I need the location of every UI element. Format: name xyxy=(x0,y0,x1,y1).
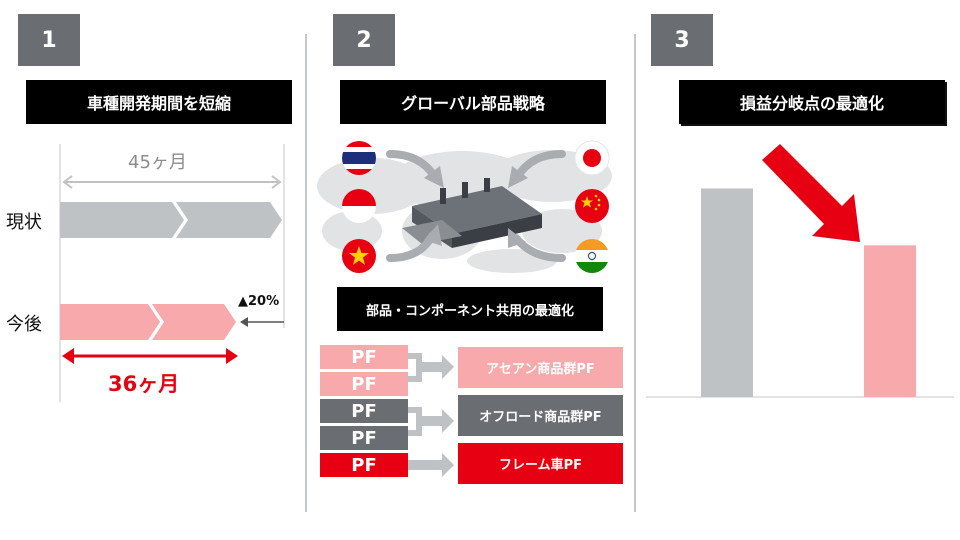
group-offroad-pf: オフロード商品群PF xyxy=(458,395,623,436)
future-duration-arrow xyxy=(62,348,238,364)
merge-arrow-asean xyxy=(408,353,454,382)
factory-icon xyxy=(402,178,542,248)
row-label-future: 今後 xyxy=(6,314,42,335)
current-duration-label: 45ヶ月 xyxy=(128,152,187,173)
section1-title: 車種開発期間を短縮 xyxy=(26,80,292,124)
section2-title: グローバル部品戦略 xyxy=(340,80,606,124)
pf-box-asean-1: PF xyxy=(320,345,408,369)
section1-number: 1 xyxy=(18,14,80,66)
indonesia-flag-icon xyxy=(342,189,376,223)
divider-2 xyxy=(634,34,636,512)
section2-subtitle: 部品・コンポーネント共用の最適化 xyxy=(337,287,603,331)
divider-1 xyxy=(305,34,307,512)
row-label-current: 現状 xyxy=(6,212,42,233)
pf-box-asean-2: PF xyxy=(320,372,408,396)
reduction-label: ▲20% xyxy=(238,294,280,309)
india-flag-icon xyxy=(575,239,609,273)
section3-title: 損益分岐点の最適化 xyxy=(679,80,945,124)
current-duration-arrow xyxy=(62,175,282,189)
current-chevron-1 xyxy=(60,202,184,238)
bar-future xyxy=(864,245,916,397)
decrease-arrow-icon xyxy=(762,144,860,242)
china-flag-icon xyxy=(575,189,609,223)
bar-current xyxy=(701,188,753,397)
thailand-flag-icon xyxy=(342,141,376,175)
future-chevron-2 xyxy=(152,304,236,340)
current-chevron-2 xyxy=(176,202,282,238)
future-duration-label: 36ヶ月 xyxy=(108,372,180,396)
group-asean-pf: アセアン商品群PF xyxy=(458,347,623,388)
breakeven-chart xyxy=(646,144,954,398)
merge-arrow-offroad xyxy=(408,407,454,436)
pf-merge-arrows xyxy=(408,353,454,477)
vietnam-flag-icon xyxy=(342,239,376,273)
section2-number: 2 xyxy=(333,14,395,66)
japan-flag-icon xyxy=(574,140,610,176)
pf-box-offroad-1: PF xyxy=(320,399,408,423)
future-chevron-1 xyxy=(60,304,160,340)
section3-number: 3 xyxy=(651,14,713,66)
pf-box-offroad-2: PF xyxy=(320,426,408,450)
timeline-diagram xyxy=(59,144,285,402)
pf-box-frame: PF xyxy=(320,453,408,477)
group-frame-pf: フレーム車PF xyxy=(458,443,623,484)
global-parts-map xyxy=(317,140,612,273)
reduction-arrow xyxy=(240,317,284,327)
arrow-frame xyxy=(408,453,454,477)
